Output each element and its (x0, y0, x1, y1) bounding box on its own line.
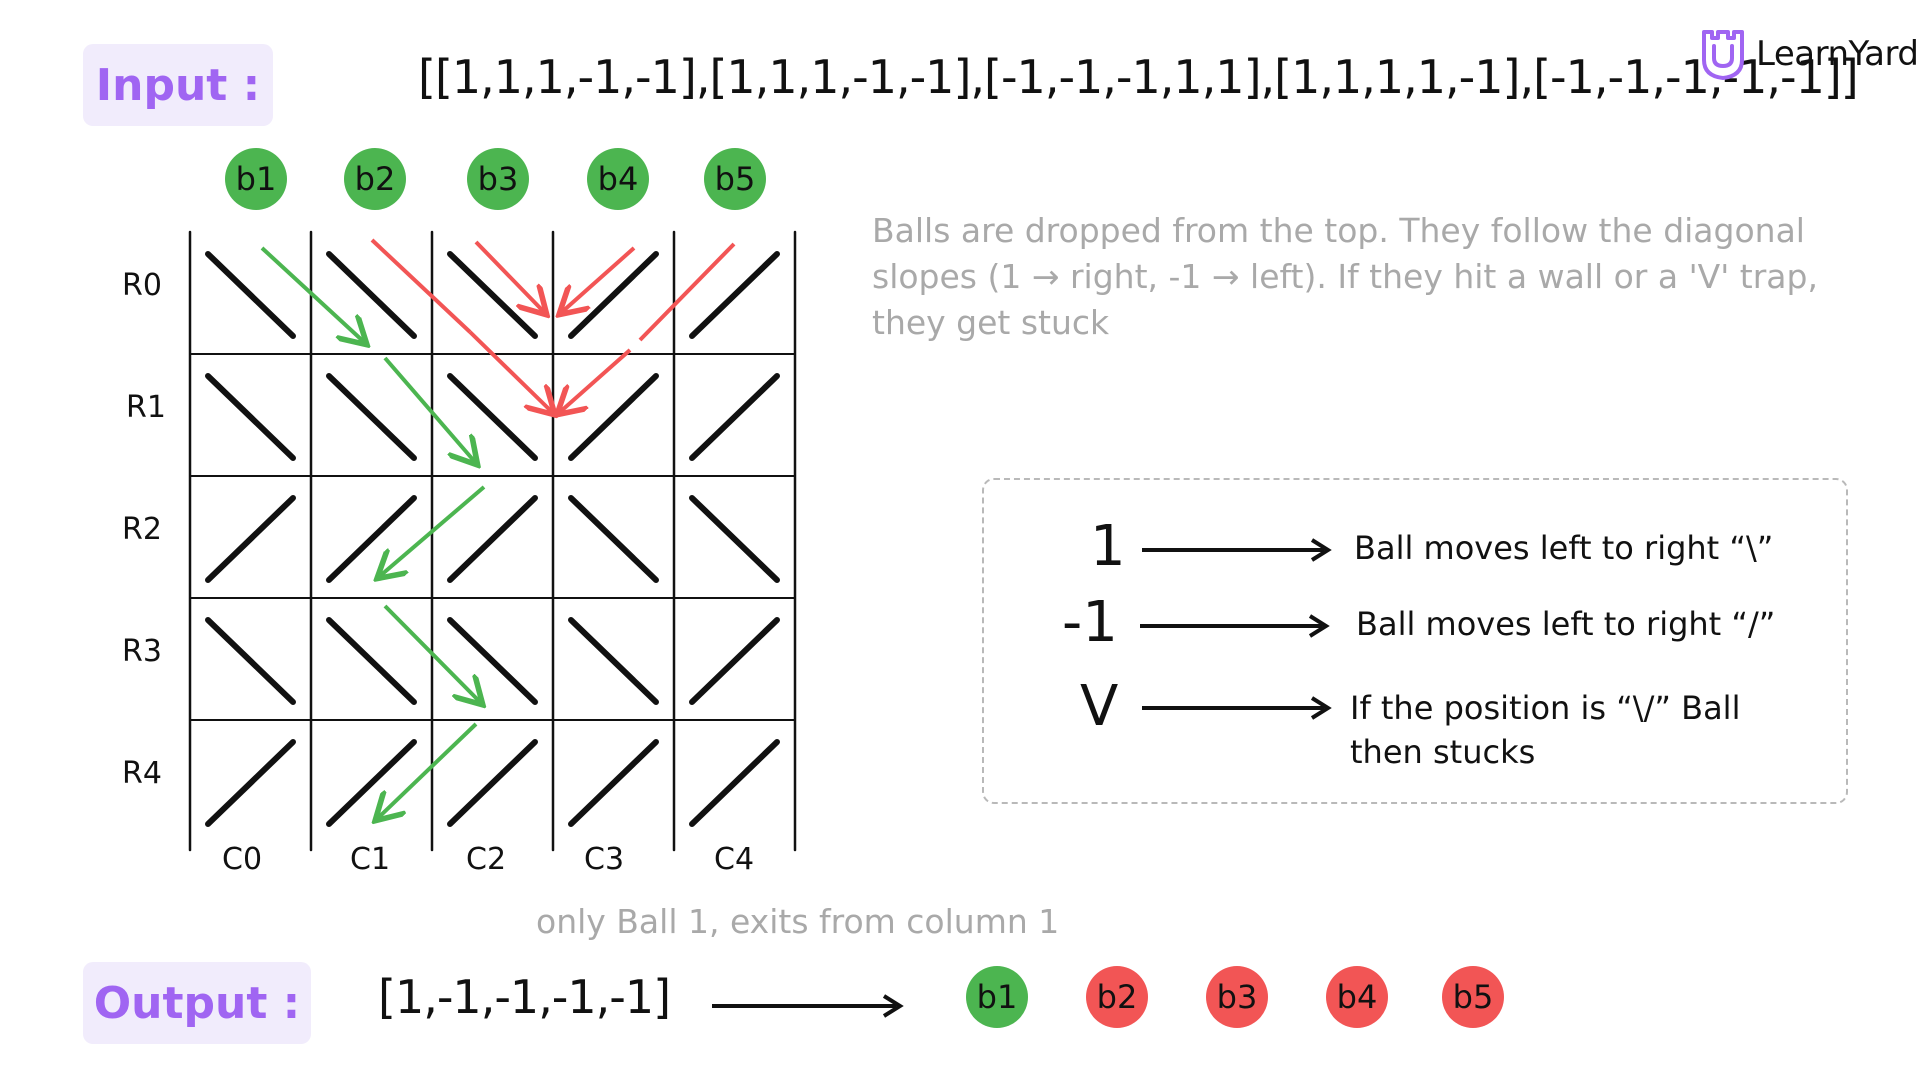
ball1-path-arrow (380, 485, 486, 576)
ball-label: b5 (714, 160, 756, 198)
ball-label: b3 (477, 160, 519, 198)
cell-diagonal-slash (568, 739, 659, 827)
cell-diagonal-backslash (326, 373, 417, 461)
legend-key-3: V (1080, 674, 1119, 739)
cell-diagonal-slash (689, 251, 780, 339)
ball1-path-arrow (378, 722, 478, 818)
col-label-c2: C2 (466, 842, 507, 877)
cell-diagonal-backslash (205, 617, 296, 705)
ball-label: b4 (597, 160, 639, 198)
ball-label: b2 (354, 160, 396, 198)
ball2-path-arrow (468, 330, 552, 412)
legend-arrowhead-3 (1310, 696, 1332, 720)
col-label-c0: C0 (222, 842, 263, 877)
cell-diagonal-backslash (205, 373, 296, 461)
cell-diagonal-slash (326, 495, 417, 583)
ball-label: b1 (235, 160, 277, 198)
ball5-path-arrow (560, 348, 632, 412)
col-label-c1: C1 (350, 842, 391, 877)
learnyard-logo: LearnYard (1700, 28, 1919, 80)
legend-text-1: Ball moves left to right “\” (1354, 529, 1774, 567)
legend-text-2: Ball moves left to right “/” (1356, 605, 1776, 643)
ball1-path-arrow (260, 246, 364, 342)
row-label-r2: R2 (122, 512, 162, 547)
ball2-path-arrow (370, 238, 472, 334)
row-label-r0: R0 (122, 268, 162, 303)
cell-diagonal-slash (568, 251, 659, 339)
ball-bottom-b1: b1 (966, 966, 1028, 1028)
col-label-c4: C4 (714, 842, 755, 877)
legend-text-3: If the position is “\/” Ball then stucks (1350, 689, 1741, 771)
cell-diagonal-backslash (447, 373, 538, 461)
result-note: only Ball 1, exits from column 1 (536, 902, 1060, 941)
ball-bottom-b5: b5 (1442, 966, 1504, 1028)
cell-diagonal-backslash (568, 617, 659, 705)
legend-arrowhead-1 (1310, 538, 1332, 562)
ball-label: b2 (1096, 978, 1138, 1016)
ball1-path-arrow (383, 604, 480, 702)
cell-diagonal-backslash (205, 251, 296, 339)
ball-label: b1 (976, 978, 1018, 1016)
output-arrowhead (882, 994, 904, 1018)
ball-top-b2: b2 (344, 148, 406, 210)
ball-top-b5: b5 (704, 148, 766, 210)
legend-key-1: 1 (1090, 514, 1126, 579)
cell-diagonal-slash (689, 739, 780, 827)
row-label-r3: R3 (122, 634, 162, 669)
cell-diagonal-backslash (326, 251, 417, 339)
ball5-path-arrow (638, 242, 736, 342)
cell-diagonal-slash (568, 373, 659, 461)
ball-label: b5 (1452, 978, 1494, 1016)
ball-bottom-b4: b4 (1326, 966, 1388, 1028)
input-label: Input : (83, 44, 273, 126)
legend-arrowhead-2 (1308, 614, 1330, 638)
ball1-path-arrow (383, 356, 475, 462)
ball-top-b4: b4 (587, 148, 649, 210)
cell-diagonal-backslash (447, 617, 538, 705)
input-value: [[1,1,1,-1,-1],[1,1,1,-1,-1],[-1,-1,-1,1… (418, 50, 1859, 104)
col-label-c3: C3 (584, 842, 625, 877)
ball-bottom-b3: b3 (1206, 966, 1268, 1028)
output-value: [1,-1,-1,-1,-1] (378, 970, 671, 1024)
cell-diagonal-backslash (447, 251, 538, 339)
cell-diagonal-slash (205, 495, 296, 583)
learnyard-logo-icon (1702, 30, 1744, 80)
ball3-path-arrow (474, 240, 544, 312)
cell-diagonal-slash (689, 373, 780, 461)
ball-label: b3 (1216, 978, 1258, 1016)
ball-label: b4 (1336, 978, 1378, 1016)
description-text: Balls are dropped from the top. They fol… (872, 211, 1818, 342)
cell-diagonal-slash (447, 495, 538, 583)
cell-diagonal-backslash (568, 495, 659, 583)
cell-diagonal-slash (326, 739, 417, 827)
cell-diagonal-slash (689, 617, 780, 705)
cell-diagonal-slash (205, 739, 296, 827)
cell-diagonal-backslash (689, 495, 780, 583)
ball-top-b3: b3 (467, 148, 529, 210)
row-label-r4: R4 (122, 756, 162, 791)
ball-top-b1: b1 (225, 148, 287, 210)
cell-diagonal-backslash (326, 617, 417, 705)
cell-diagonal-slash (447, 739, 538, 827)
legend-key-2: -1 (1062, 590, 1118, 655)
legend-box (982, 478, 1848, 804)
learnyard-logo-text: LearnYard (1756, 34, 1919, 74)
ball4-path-arrow (562, 246, 636, 312)
ball-bottom-b2: b2 (1086, 966, 1148, 1028)
row-label-r1: R1 (126, 390, 166, 425)
output-label: Output : (83, 962, 311, 1044)
